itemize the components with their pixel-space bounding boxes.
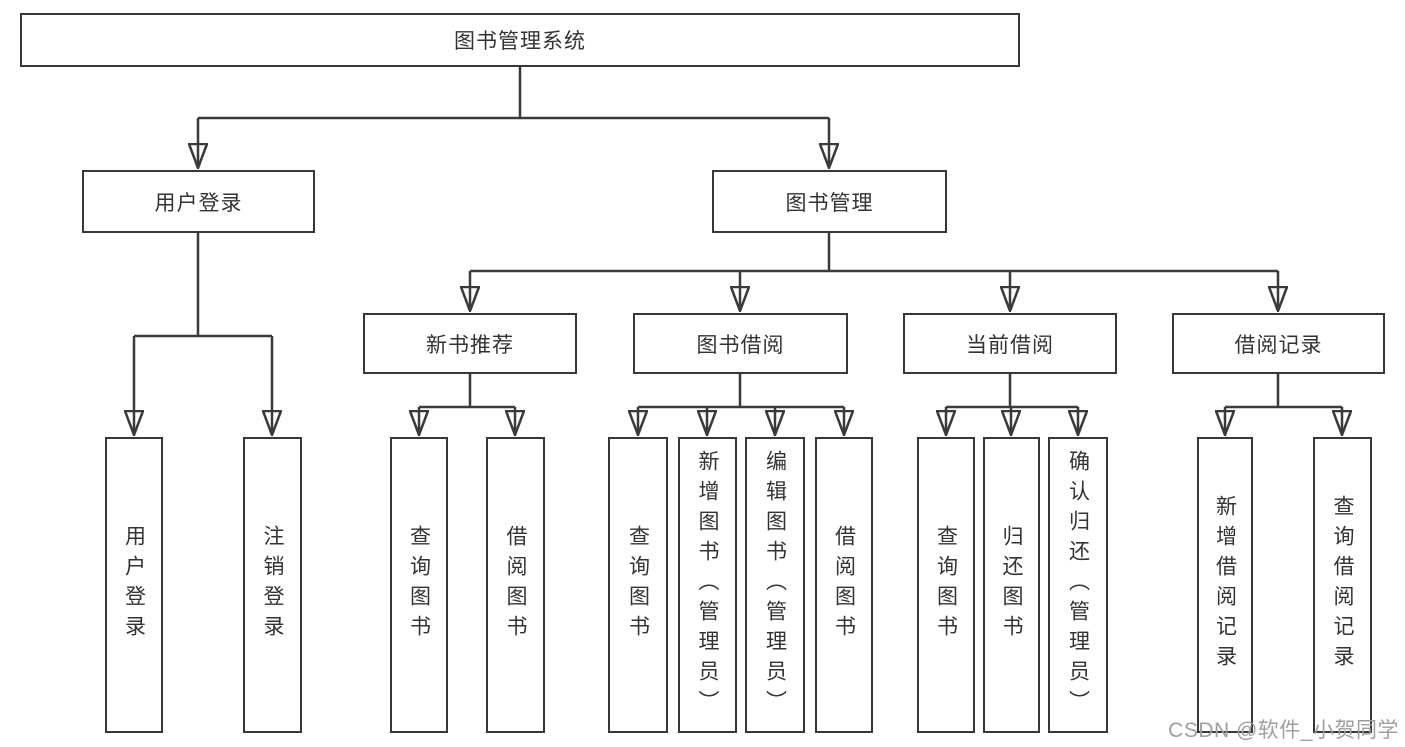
connector-book-mgmt-to-level3 <box>470 233 1278 310</box>
node-label: 借阅图书 <box>832 525 856 645</box>
leaf-borrow-books-2: 借阅图书 <box>815 437 873 733</box>
node-label: 归还图书 <box>1000 525 1023 645</box>
leaf-edit-books-admin: 编辑图书（管理员） <box>745 437 805 733</box>
node-book-borrowing: 图书借阅 <box>633 313 848 374</box>
leaf-add-borrow-record: 新增借阅记录 <box>1197 437 1253 733</box>
node-label: 图书管理 <box>785 191 874 215</box>
leaf-add-books-admin: 新增图书（管理员） <box>678 437 737 733</box>
leaf-query-borrow-record: 查询借阅记录 <box>1313 437 1372 733</box>
node-label: 确认归还（管理员） <box>1066 450 1090 720</box>
node-label: 借阅记录 <box>1234 333 1323 357</box>
node-root-library-system: 图书管理系统 <box>20 13 1020 67</box>
node-label: 当前借阅 <box>966 333 1054 357</box>
connector-user-login-to-leaves <box>134 233 272 434</box>
node-new-book-recommend: 新书推荐 <box>363 313 577 374</box>
node-book-management: 图书管理 <box>712 170 947 233</box>
node-label: 图书借阅 <box>696 333 785 357</box>
node-label: 用户登录 <box>154 191 243 215</box>
node-label: 新增借阅记录 <box>1213 495 1237 675</box>
node-label: 新书推荐 <box>426 333 514 357</box>
csdn-watermark: CSDN @软件_小贺同学 <box>1168 719 1399 742</box>
node-borrowing-records: 借阅记录 <box>1172 313 1385 374</box>
connector-current-borrow-to-leaves <box>946 374 1078 434</box>
leaf-borrow-books-1: 借阅图书 <box>486 437 545 733</box>
node-label: 查询借阅记录 <box>1331 495 1354 675</box>
node-label: 新增图书（管理员） <box>696 450 719 720</box>
connector-root-to-level2 <box>198 67 829 167</box>
node-current-borrowing: 当前借阅 <box>903 313 1117 374</box>
node-label: 借阅图书 <box>504 525 527 645</box>
node-label: 查询图书 <box>407 525 431 645</box>
connector-book-borrow-to-leaves <box>638 374 844 434</box>
node-label: 注销登录 <box>261 525 284 645</box>
leaf-user-login: 用户登录 <box>105 437 163 733</box>
node-label: 图书管理系统 <box>454 30 586 53</box>
leaf-query-books-3: 查询图书 <box>917 437 975 733</box>
connector-borrow-record-to-leaves <box>1225 374 1342 434</box>
node-user-login: 用户登录 <box>82 170 315 233</box>
leaf-return-books: 归还图书 <box>983 437 1040 733</box>
node-label: 查询图书 <box>934 525 958 645</box>
leaf-query-books-2: 查询图书 <box>608 437 668 733</box>
connector-new-book-to-leaves <box>419 374 515 434</box>
node-label: 查询图书 <box>626 525 650 645</box>
leaf-logout: 注销登录 <box>243 437 302 733</box>
leaf-confirm-return-admin: 确认归还（管理员） <box>1048 437 1108 733</box>
leaf-query-books-1: 查询图书 <box>390 437 448 733</box>
node-label: 编辑图书（管理员） <box>763 450 787 720</box>
node-label: 用户登录 <box>122 525 146 645</box>
